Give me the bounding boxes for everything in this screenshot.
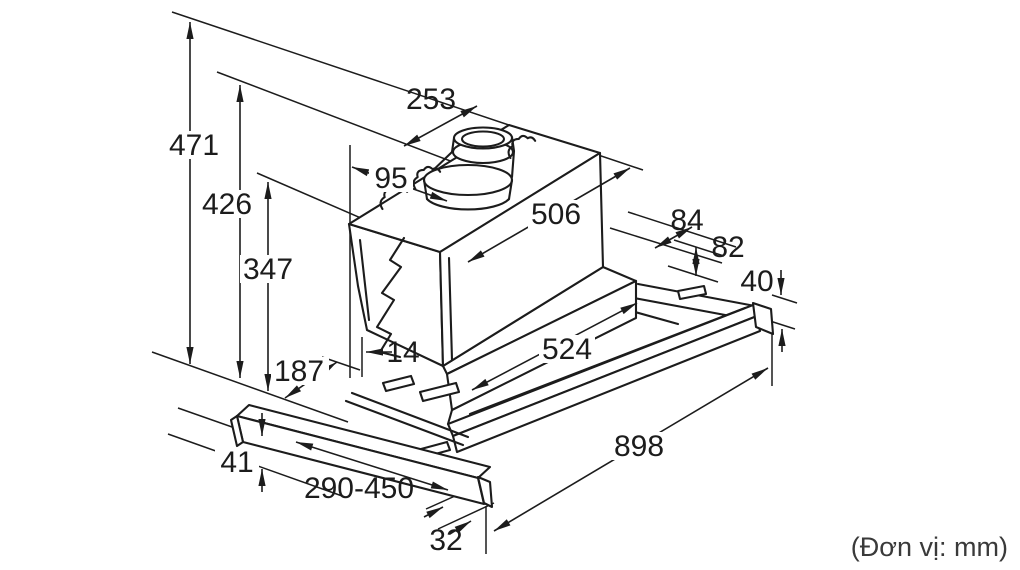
- canopy-end-cap: [751, 301, 775, 336]
- unit-caption: (Đơn vị: mm): [851, 532, 1008, 562]
- dim-height-426: 426: [202, 188, 252, 221]
- hood-structure: [229, 123, 775, 509]
- dim-height-471: 471: [169, 129, 219, 162]
- spring-wire: [375, 236, 406, 359]
- dim-rail-82: 82: [711, 231, 744, 264]
- visor-slot: [381, 374, 416, 393]
- dim-rail-40: 40: [740, 265, 773, 298]
- dimension-labels: 471 426 347 253 95 506 84 82 40 14 524 1…: [169, 83, 774, 557]
- visor-slot: [418, 381, 461, 403]
- dim-visor-32: 32: [429, 524, 462, 557]
- dim-pullout-290-450: 290-450: [304, 472, 414, 505]
- dim-height-347: 347: [243, 253, 293, 286]
- dim-duct-95: 95: [374, 162, 407, 195]
- label-masks: [166, 131, 667, 476]
- dim-rail-84: 84: [670, 204, 703, 237]
- dim-top-506: 506: [531, 198, 581, 231]
- dim-gap-14: 14: [386, 336, 419, 369]
- dim-side-187: 187: [274, 355, 324, 388]
- dim-width-898: 898: [614, 430, 664, 463]
- dim-body-524: 524: [542, 333, 592, 366]
- canopy-rail-slot: [676, 284, 708, 301]
- visor-left-cap: [229, 414, 245, 448]
- visor-right-cap: [476, 475, 494, 509]
- dim-visor-41: 41: [220, 446, 253, 479]
- duct-opening-inner: [460, 130, 506, 148]
- dim-duct-253: 253: [406, 83, 456, 116]
